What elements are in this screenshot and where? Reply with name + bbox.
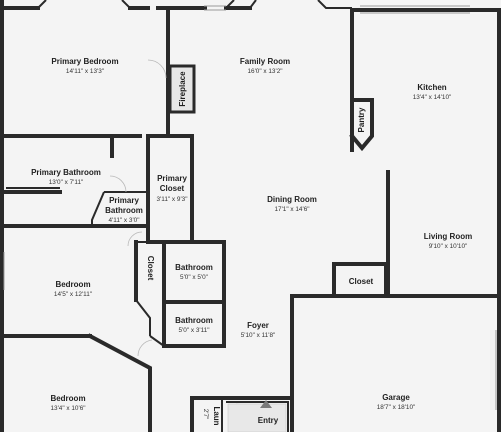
- primary-closet-dim: 3'11" x 9'3": [156, 196, 187, 203]
- dining-room-dim: 17'1" x 14'6": [274, 206, 309, 213]
- bedroom-1-dim: 14'5" x 12'11": [54, 291, 92, 298]
- dining-room-label: Dining Room: [267, 195, 317, 204]
- living-room-label: Living Room: [424, 232, 472, 241]
- bedroom-1-label: Bedroom: [55, 280, 90, 289]
- bedroom-2-dim: 13'4" x 10'6": [50, 405, 85, 412]
- bathroom-2-label: Bathroom: [175, 316, 213, 325]
- living-room-dim: 9'10" x 10'10": [429, 243, 468, 250]
- windows: [3, 5, 497, 410]
- family-room-dim: 16'0" x 13'2": [247, 68, 282, 75]
- primary-bathroom-dim: 13'0" x 7'11": [49, 179, 84, 186]
- entry-tiles: [227, 400, 287, 432]
- garage-dim: 18'7" x 18'10": [377, 404, 416, 411]
- primary-bathroom-small-dim: 4'11" x 3'0": [108, 217, 139, 224]
- foyer-dim: 5'10" x 11'8": [241, 332, 276, 339]
- laundry-label: Laun: [212, 406, 221, 425]
- bathroom-2-dim: 5'0" x 3'11": [178, 327, 209, 334]
- garage-label: Garage: [382, 393, 410, 402]
- closet-label-living: Closet: [349, 277, 374, 286]
- bathroom-1-label: Bathroom: [175, 263, 213, 272]
- pantry-label: Pantry: [357, 107, 366, 132]
- entry-arrow-icon: [260, 400, 272, 408]
- bathroom-1-dim: 5'0" x 5'0": [180, 274, 208, 281]
- primary-closet-label-2: Closet: [160, 184, 185, 193]
- primary-bathroom-label: Primary Bathroom: [31, 168, 101, 177]
- primary-bedroom-dim: 14'11" x 13'3": [66, 68, 104, 75]
- foyer-label: Foyer: [247, 321, 269, 330]
- closet-label-bedroom: Closet: [146, 256, 155, 281]
- room-labels: Primary Bedroom 14'11" x 13'3" Family Ro…: [31, 57, 472, 426]
- bedroom-2-label: Bedroom: [50, 394, 85, 403]
- kitchen-dim: 13'4" x 14'10": [413, 94, 452, 101]
- entry-label: Entry: [258, 416, 279, 425]
- laundry-dim: 2'7": [202, 409, 209, 420]
- primary-bathroom-small-label-1: Primary: [109, 196, 139, 205]
- kitchen-label: Kitchen: [417, 83, 446, 92]
- family-room-label: Family Room: [240, 57, 290, 66]
- fireplace-label: Fireplace: [178, 71, 187, 107]
- primary-bathroom-small-label-2: Bathroom: [105, 206, 143, 215]
- primary-closet-label-1: Primary: [157, 174, 187, 183]
- primary-bedroom-label: Primary Bedroom: [51, 57, 118, 66]
- fireplace-box: [168, 64, 196, 114]
